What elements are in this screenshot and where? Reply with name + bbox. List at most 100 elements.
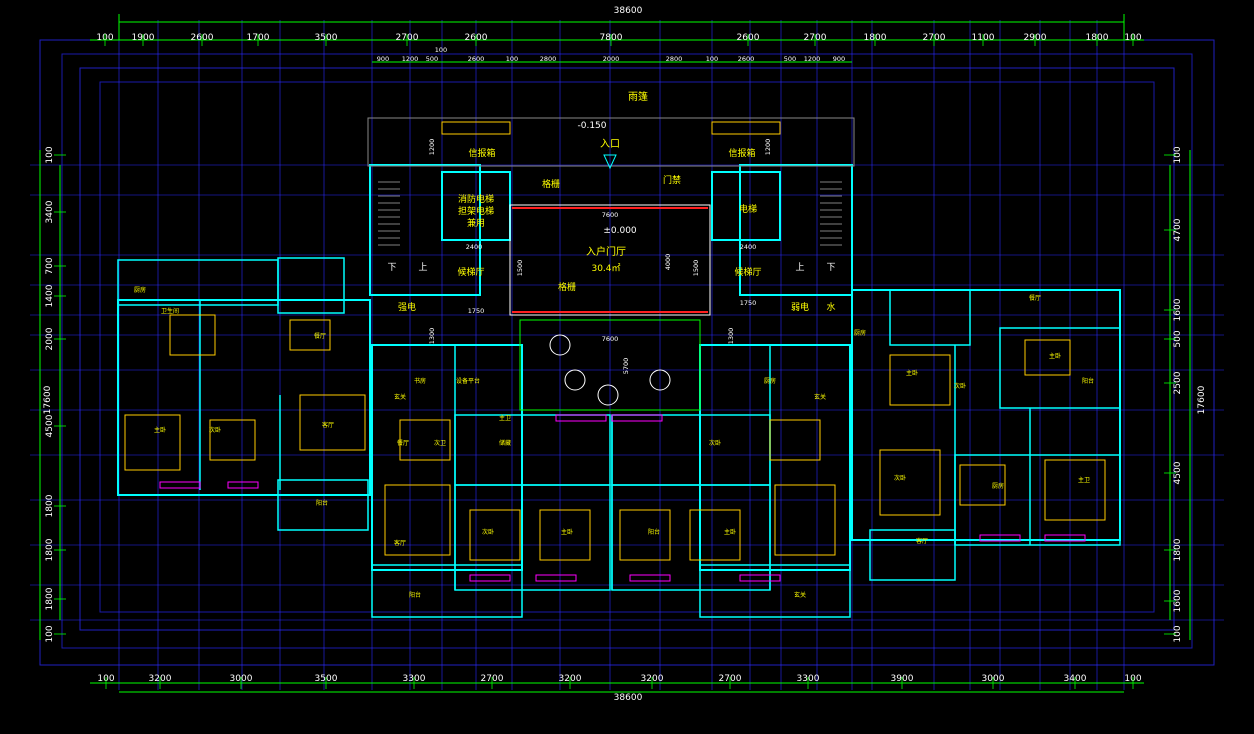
room-label-29: 阳台: [1082, 377, 1094, 385]
window-3: [535, 574, 577, 582]
room-label-17: 阳台: [409, 591, 421, 599]
room-label-27: 客厅: [916, 537, 928, 545]
dim-top-inner-8: 100: [706, 55, 718, 63]
dim-left-5: 4500: [45, 414, 55, 437]
dim-center-2: 1500: [516, 260, 524, 277]
dim-center-6: 1300: [727, 328, 735, 345]
room-label-26: 主卧: [906, 369, 918, 377]
unit-left-balcony: [277, 479, 369, 531]
dim-center-0: 1200: [428, 139, 436, 156]
stair-core-right: [739, 164, 853, 296]
label-waiting-left: 候梯厅: [457, 266, 484, 278]
room-label-1: 卫生间: [161, 307, 179, 315]
axis-grid: [30, 20, 1224, 690]
room-label-30: 厨房: [992, 482, 1004, 490]
dim-right-3: 500: [1173, 330, 1183, 347]
building-walls: [117, 117, 1121, 618]
dim-left-0: 100: [45, 146, 55, 163]
furniture-17: [1024, 339, 1071, 376]
unit-center-right-outer: [699, 344, 851, 571]
furniture-8: [689, 509, 741, 561]
dim-center-11: 2400: [740, 243, 757, 251]
room-label-33: 主卧: [1049, 352, 1061, 360]
mailbox-left: [441, 121, 511, 135]
room-label-15: 次卧: [482, 528, 494, 536]
room-label-28: 餐厅: [1029, 294, 1041, 302]
dim-center-5: 1300: [428, 328, 436, 345]
furniture-0: [124, 414, 181, 471]
window-5: [739, 574, 781, 582]
unit-center-left-balcony: [371, 564, 523, 618]
outer-frame-2: [79, 67, 1175, 631]
room-label-9: 设备平台: [456, 377, 480, 385]
room-labels: 厨房卫生间主卧次卧客厅餐厅阳台玄关书房设备平台储藏主卫次卫客厅餐厅次卧主卧阳台玄…: [134, 286, 1094, 599]
room-label-20: 次卧: [709, 439, 721, 447]
furniture-4: [384, 484, 451, 556]
furniture-12: [1044, 459, 1106, 521]
room-label-8: 书房: [414, 377, 426, 385]
dim-top-inner-12: 900: [833, 55, 845, 63]
dim-right-8: 100: [1173, 625, 1183, 642]
label-fire-elevator: 消防电梯: [458, 193, 494, 205]
label-lobby: 入户门厅: [586, 245, 626, 258]
furniture-14: [399, 419, 451, 461]
tree-0: [549, 334, 571, 356]
dim-top-inner-4: 100: [506, 55, 518, 63]
label-waiting-right: 候梯厅: [734, 266, 761, 278]
dim-top-inner-7: 2800: [666, 55, 683, 63]
dim-left-9: 100: [45, 625, 55, 642]
room-label-11: 主卫: [499, 414, 511, 422]
furniture-10: [879, 449, 941, 516]
dim-right-total: 17600: [1197, 385, 1207, 414]
dim-center-9: 7600: [602, 335, 619, 343]
dim-top-inner-2: 500: [426, 55, 438, 63]
unit-right-bath: [999, 327, 1121, 409]
room-label-0: 厨房: [134, 286, 146, 294]
dim-center-7: 5700: [622, 358, 630, 375]
room-label-24: 厨房: [854, 329, 866, 337]
outer-frame-3: [99, 81, 1155, 613]
furniture-3: [289, 319, 331, 351]
dim-right-4: 2500: [1173, 371, 1183, 394]
label-canopy: 雨篷: [628, 90, 648, 103]
room-label-6: 阳台: [316, 499, 328, 507]
mailbox-right: [711, 121, 781, 135]
room-label-4: 客厅: [322, 421, 334, 429]
room-label-31: 主卫: [1078, 476, 1090, 484]
window-8: [555, 414, 607, 422]
furniture-6: [539, 509, 591, 561]
dim-left-6: 1800: [45, 494, 55, 517]
room-label-7: 玄关: [394, 393, 406, 401]
label-elevator: 电梯: [739, 203, 757, 215]
dim-right-5: 4500: [1173, 461, 1183, 484]
dim-bottom-total: 38600: [614, 693, 643, 703]
label-grille-top: 格栅: [542, 178, 560, 190]
dim-top-inner-10: 500: [784, 55, 796, 63]
dim-top-inner-9: 2600: [738, 55, 755, 63]
label-weak-current: 弱电: [791, 301, 809, 313]
dim-right-7: 1600: [1173, 589, 1183, 612]
dim-center-1: 1200: [764, 139, 772, 156]
room-label-32: 次卧: [954, 382, 966, 390]
dim-left-8: 1800: [45, 587, 55, 610]
label-stair-up-right: 上: [795, 262, 804, 273]
dim-center-3: 4000: [664, 254, 672, 271]
dim-top-inner-1: 1200: [402, 55, 419, 63]
window-1: [227, 481, 259, 489]
lobby-box: [509, 204, 711, 316]
dim-left-1: 3400: [45, 200, 55, 223]
outer-frame-1: [61, 53, 1193, 649]
room-label-13: 客厅: [394, 539, 406, 547]
window-0: [159, 481, 201, 489]
stair-core-left: [369, 164, 481, 296]
entry-arrow: [603, 154, 617, 170]
furniture-11: [889, 354, 951, 406]
unit-center-left-outer: [371, 344, 523, 571]
label-grille-bottom: 格栅: [558, 281, 576, 293]
dim-right-2: 1600: [1173, 298, 1183, 321]
furniture-13: [959, 464, 1006, 506]
dim-top-total: 38600: [614, 6, 643, 16]
label-mailbox-right: 信报箱: [728, 147, 755, 159]
dim-center-13: 1750: [740, 299, 757, 307]
